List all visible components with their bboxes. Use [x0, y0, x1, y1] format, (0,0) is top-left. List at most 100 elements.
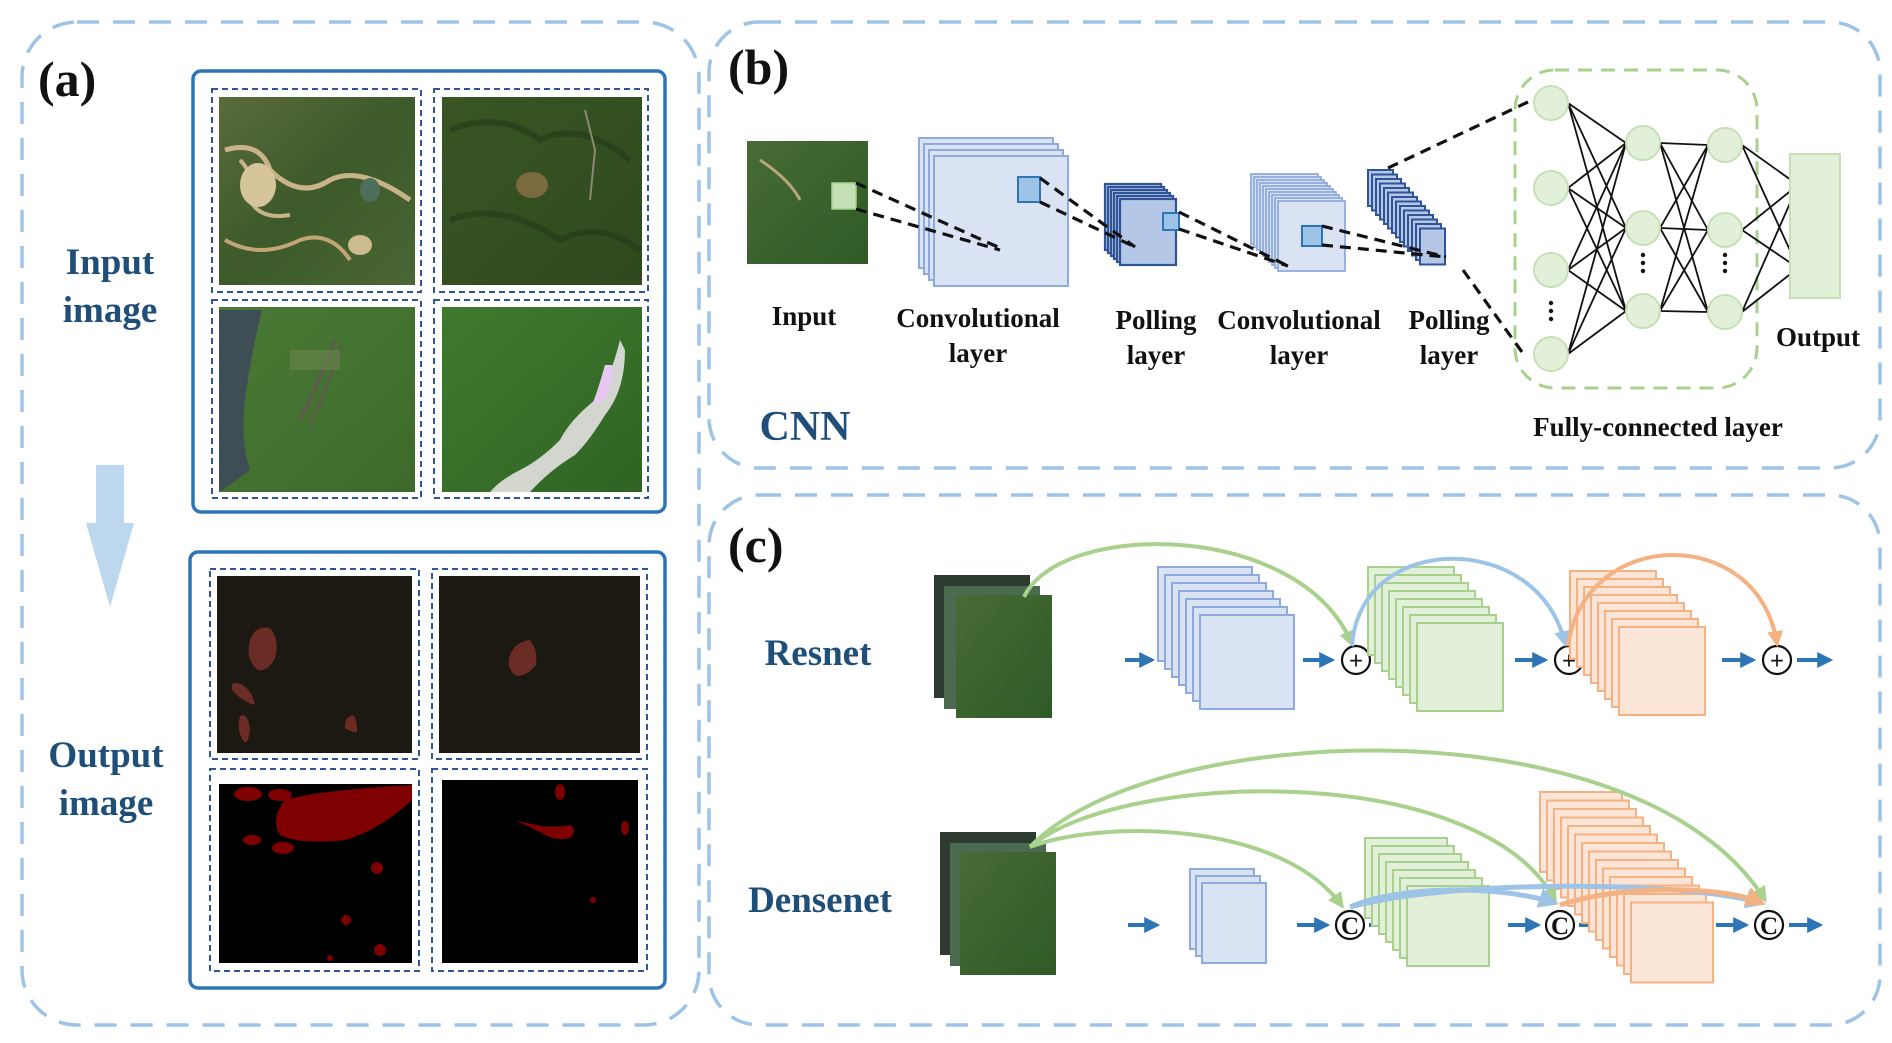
fc-connection: [1741, 144, 1799, 186]
add-op-symbol: +: [1770, 648, 1784, 675]
panel-b-tag: (b): [728, 39, 789, 95]
output-layer-box: [1789, 153, 1841, 299]
ellipsis-dot: [1722, 268, 1728, 274]
concat-op-symbol: C: [1551, 913, 1569, 940]
projection-lines: [855, 100, 1529, 353]
ellipsis-dot: [1548, 316, 1554, 322]
ellipsis-dot: [1640, 268, 1646, 274]
neuron-node: [1533, 252, 1569, 288]
input-tile-frame: [433, 88, 649, 293]
ellipsis-dot: [1722, 252, 1728, 258]
output-tile-4: [442, 780, 638, 963]
conv-layer-1-stack: [918, 137, 1069, 287]
input-image-label-line2: image: [63, 290, 158, 331]
feature-map: [1199, 614, 1295, 710]
fc-connection: [1659, 144, 1709, 229]
cnn-input-image: [747, 141, 868, 264]
concat-op-circle: [1334, 909, 1366, 941]
fc-connection: [1567, 142, 1627, 355]
output-tile-3: [219, 784, 412, 963]
skip-connection: [1566, 553, 1784, 648]
kernel-patch: [1162, 212, 1180, 231]
output-image-label-line1: Output: [48, 735, 164, 776]
kernel-patch: [1017, 176, 1041, 203]
cnn-title: CNN: [760, 404, 851, 450]
neuron-node: [1533, 170, 1569, 206]
ellipsis-dot: [1640, 252, 1646, 258]
stage-label-input: Input: [772, 301, 837, 331]
ellipsis-dot: [1640, 260, 1646, 266]
concat-op-circle: [1544, 909, 1576, 941]
concat-op-circle: [1753, 909, 1785, 941]
output-label: Output: [1776, 322, 1860, 352]
panel-c-tag: (c): [728, 517, 784, 573]
feature-map: [1201, 882, 1267, 964]
resnet-diagram: +++: [1022, 542, 1834, 716]
resnet-input-stack: [934, 575, 1052, 718]
fc-connection: [1567, 142, 1627, 271]
stage-label-conv2-line2: layer: [1270, 340, 1328, 370]
output-image-label-line2: image: [59, 783, 154, 824]
neuron-node: [1707, 294, 1743, 330]
densenet-label: Densenet: [748, 880, 893, 921]
fc-connection: [1567, 102, 1627, 144]
stage-label-pool2-line2: layer: [1420, 340, 1478, 370]
pool-layer-2-stack: [1367, 169, 1446, 266]
feature-map: [1406, 885, 1490, 967]
add-op-symbol: +: [1349, 648, 1363, 675]
stage-label-conv1-line1: Convolutional: [896, 303, 1060, 333]
concat-op-symbol: C: [1341, 913, 1359, 940]
dense-connection: [1028, 789, 1557, 903]
resnet-label: Resnet: [765, 633, 873, 674]
input-tile-frame: [433, 299, 649, 499]
fc-connection: [1659, 229, 1709, 312]
panel-a: (a) Input image Output image: [20, 20, 701, 1027]
input-image-label-line1: Input: [66, 242, 155, 283]
feature-map: [1630, 901, 1714, 984]
dense-connection: [1029, 829, 1344, 909]
output-tile-frame: [431, 568, 648, 760]
fc-connection: [1741, 267, 1799, 313]
input-tile-4: [442, 307, 642, 492]
ellipsis-dot: [1548, 308, 1554, 314]
neuron-node: [1707, 212, 1743, 248]
skip-connection: [1350, 556, 1571, 648]
add-op-circle: [1340, 644, 1372, 676]
ellipsis-dot: [1722, 260, 1728, 266]
panel-b-border: [707, 20, 1882, 470]
output-tile-frame: [209, 768, 420, 972]
output-tile-frame: [431, 768, 648, 972]
receptive-field-patch: [831, 182, 857, 210]
input-tile-frame: [211, 88, 422, 293]
dense-connection: [1028, 748, 1767, 903]
pool-layer-1-stack: [1103, 182, 1178, 267]
neuron-node: [1625, 210, 1661, 246]
kernel-patch: [1301, 225, 1323, 247]
neuron-node: [1707, 127, 1743, 163]
neuron-node: [1625, 125, 1661, 161]
feature-map: [1419, 227, 1446, 266]
neuron-node: [1533, 85, 1569, 121]
ellipsis-dot: [1548, 300, 1554, 306]
input-tile-1: [219, 97, 415, 285]
conv-layer-2-stack: [1250, 173, 1346, 272]
panel-b: (b) CNN: [707, 20, 1882, 470]
stage-label-conv2-line1: Convolutional: [1217, 305, 1381, 335]
output-tile-1: [217, 576, 412, 753]
feature-map: [933, 155, 1069, 287]
fc-connection: [1659, 144, 1709, 312]
fc-connection: [1567, 142, 1627, 189]
feature-map: [1618, 626, 1706, 716]
fc-connection: [1659, 142, 1709, 146]
fc-connection: [1741, 184, 1799, 313]
stage-label-pool1-line1: Polling: [1115, 305, 1197, 335]
fc-connection: [1741, 184, 1799, 231]
input-tile-2: [442, 97, 642, 285]
panel-a-border: [20, 20, 701, 1027]
neuron-node: [1625, 293, 1661, 329]
dense-connection: [1559, 887, 1766, 908]
densenet-input-stack: [940, 832, 1056, 975]
fc-connection: [1567, 310, 1627, 355]
